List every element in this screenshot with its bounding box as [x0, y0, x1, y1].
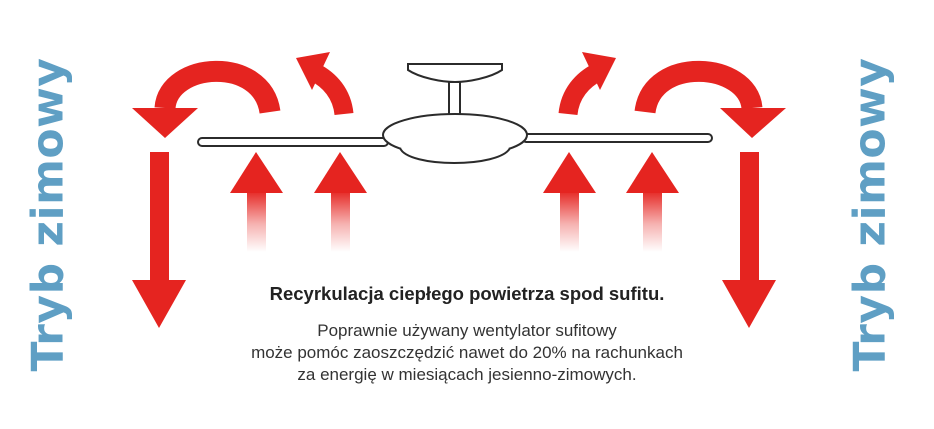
- curved-arrow-icon: [296, 52, 354, 116]
- description-line: może pomóc zaoszczędzić nawet do 20% na …: [251, 343, 683, 362]
- arrow-up-icon: [314, 152, 367, 252]
- curved-arrow-icon: [558, 52, 616, 116]
- description-line: za energię w miesiącach jesienno-zimowyc…: [297, 365, 637, 384]
- description-line: Poprawnie używany wentylator sufitowy: [317, 321, 617, 340]
- ceiling-fan-icon: [197, 63, 713, 164]
- headline: Recyrkulacja ciepłego powietrza spod suf…: [269, 283, 665, 304]
- arrow-down-icon: [132, 152, 186, 328]
- curved-arrow-icon: [634, 60, 786, 138]
- arrow-up-icon: [626, 152, 679, 252]
- arrow-up-icon: [230, 152, 283, 252]
- curved-arrow-icon: [132, 60, 281, 138]
- arrow-up-icon: [543, 152, 596, 252]
- description: Poprawnie używany wentylator sufitowy mo…: [150, 320, 784, 386]
- arrow-down-icon: [722, 152, 776, 328]
